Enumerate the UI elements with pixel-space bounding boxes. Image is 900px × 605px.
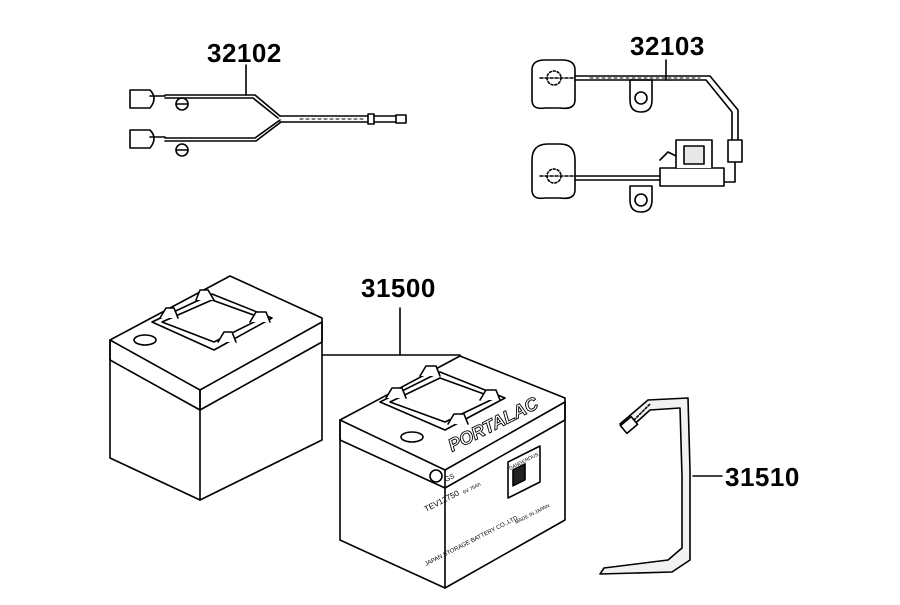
- battery-origin-text: MADE IN JAPAN: [514, 503, 551, 526]
- battery-rear: [109, 275, 323, 501]
- battery-manufacturer-text: JAPAN STORAGE BATTERY CO.,LTD.: [424, 515, 521, 568]
- wiring-harness-32102: [129, 64, 407, 157]
- part-number-32103: 32103: [630, 31, 705, 61]
- battery-pair-31500: [109, 275, 566, 589]
- wiring-harness-32103: [531, 59, 743, 213]
- leader-line-31500: [321, 307, 461, 356]
- battery-rating-text: 6V 75Ah: [462, 482, 482, 496]
- battery-model-text: TEV12750: [423, 488, 461, 513]
- battery-strap-31510: [599, 397, 723, 575]
- battery-front: [339, 355, 566, 589]
- battery-logo-text: GS: [444, 473, 456, 484]
- part-number-32102: 32102: [207, 38, 282, 68]
- part-number-31510: 31510: [725, 462, 800, 492]
- part-number-31500: 31500: [361, 273, 436, 303]
